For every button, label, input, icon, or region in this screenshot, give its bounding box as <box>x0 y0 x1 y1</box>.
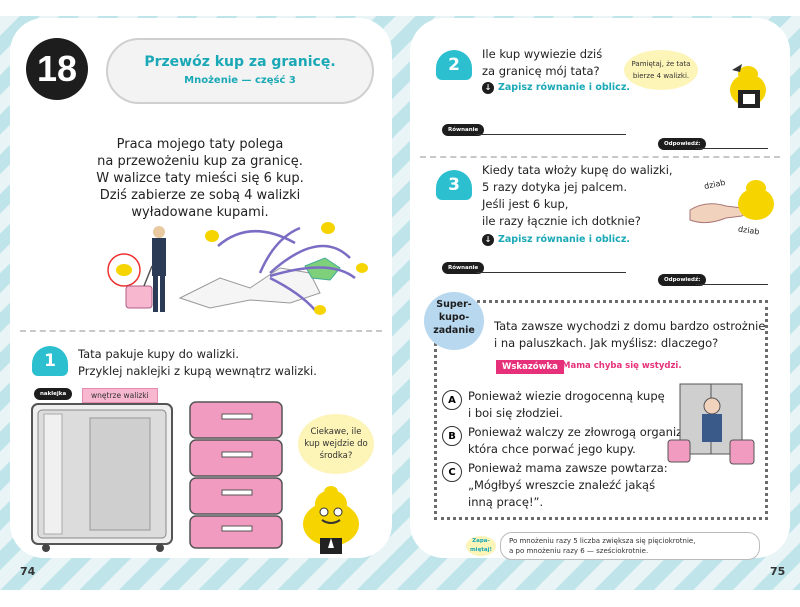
map-illustration <box>178 222 368 315</box>
sticker-tag: naklejka <box>34 388 73 400</box>
task-2-hint: ↓ Zapisz równanie i oblicz. <box>482 82 630 94</box>
intro-line: Praca mojego taty polega <box>116 137 284 152</box>
section-divider <box>420 156 780 158</box>
task-line: Przyklej naklejki z kupą wewnątrz walizk… <box>78 364 317 378</box>
right-page <box>410 18 790 558</box>
answer-label-3: Odpowiedź: <box>658 274 707 286</box>
super-question: Tata zawsze wychodzi z domu bardzo ostro… <box>494 318 765 352</box>
badge-line: kupo- <box>438 312 470 323</box>
download-icon: ↓ <box>482 234 494 246</box>
remember-line: a po mnożeniu razy 6 — sześciokrotnie. <box>509 547 649 555</box>
task-1-text: Tata pakuje kupy do walizki. Przyklej na… <box>78 346 317 380</box>
intro-line: Dziś zabierze ze sobą 4 walizki <box>99 188 301 203</box>
equation-label-3: Równanie <box>442 262 485 274</box>
download-icon: ↓ <box>482 82 494 94</box>
section-divider <box>20 330 382 332</box>
super-task-box <box>434 300 768 520</box>
arrow <box>269 276 316 311</box>
intro-text: Praca mojego taty polega na przewożeniu … <box>60 136 340 221</box>
task-3-icon: 3 <box>436 170 472 200</box>
task-line: Tata pakuje kupy do walizki. <box>78 347 239 361</box>
question-line: Tata zawsze wychodzi z domu bardzo ostro… <box>494 319 766 333</box>
remember-note: Po mnożeniu razy 5 liczba zwiększa się p… <box>500 532 760 560</box>
dad-elevator-illustration <box>667 383 755 465</box>
stacked-suitcases <box>189 401 283 549</box>
lesson-title: Przewóz kup za granicę. <box>144 54 336 70</box>
option-b-circle[interactable]: B <box>442 426 462 446</box>
task-line: 5 razy dotyka jej palcem. <box>482 180 627 194</box>
answer-line-2[interactable] <box>696 148 768 149</box>
arrow <box>258 226 301 274</box>
hint-tag: Wskazówka <box>496 360 564 374</box>
answer-label-2: Odpowiedź: <box>658 138 707 150</box>
curious-bubble: Ciekawe, ile kup wejdzie do środka? <box>298 414 374 474</box>
intro-line: na przewożeniu kup za granicę. <box>97 154 303 169</box>
hint-text: Zapisz równanie i oblicz. <box>498 234 630 245</box>
option-line: i boi się złodziei. <box>468 406 563 420</box>
option-line: która chce porwać jego kupy. <box>468 442 636 456</box>
lesson-subtitle: Mnożenie — część 3 <box>184 75 296 86</box>
green-island <box>304 257 341 281</box>
poo-icon <box>205 230 219 242</box>
remember-bubble: Pamiętaj, że tata bierze 4 walizki. <box>624 50 698 90</box>
arrow <box>269 244 351 274</box>
hint-text: Zapisz równanie i oblicz. <box>498 82 630 93</box>
question-line: i na paluszkach. Jak myślisz: dlaczego? <box>494 336 719 350</box>
badge-line: Super- <box>436 299 472 310</box>
option-a-circle[interactable]: A <box>442 390 462 410</box>
option-b-text[interactable]: Ponieważ walczy ze złowrogą organizacją,… <box>468 424 709 458</box>
page-number-left: 74 <box>20 565 36 578</box>
arrow <box>269 266 356 279</box>
finger-poking-poo <box>689 180 774 224</box>
task-1-icon: 1 <box>32 346 68 376</box>
task-line: Kiedy tata włoży kupę do walizki, <box>482 163 673 177</box>
task-3-text: Kiedy tata włoży kupę do walizki, 5 razy… <box>482 162 673 230</box>
option-line: inną pracę!”. <box>468 495 544 509</box>
option-line: Ponieważ mama zawsze powtarza: <box>468 461 668 475</box>
equation-label-2: Równanie <box>442 124 485 136</box>
poo-with-suitcase <box>730 64 766 108</box>
task-2-icon: 2 <box>436 50 472 80</box>
task-line: ile razy łącznie ich dotknie? <box>482 214 641 228</box>
title-box: Przewóz kup za granicę. Mnożenie — część… <box>106 38 374 104</box>
hint-text: Mama chyba się wstydzi. <box>562 361 682 371</box>
dad-with-suitcase <box>107 226 166 312</box>
option-line: „Mógłbyś wreszcie znaleźć jakąś <box>468 478 656 492</box>
equation-line-2[interactable] <box>476 134 626 135</box>
task-line: Jeśli jest 6 kup, <box>482 197 569 211</box>
option-c-circle[interactable]: C <box>442 462 462 482</box>
task-2-text: Ile kup wywiezie dziś za granicę mój tat… <box>482 46 602 80</box>
option-line: Ponieważ wiezie drogocenną kupę <box>468 389 665 403</box>
intro-line: W walizce taty mieści się 6 kup. <box>96 171 304 186</box>
open-suitcase[interactable] <box>30 400 180 552</box>
page-number-right: 75 <box>770 565 786 578</box>
equation-line-3[interactable] <box>476 272 626 273</box>
option-c-text[interactable]: Ponieważ mama zawsze powtarza: „Mógłbyś … <box>468 460 668 511</box>
intro-line: wyładowane kupami. <box>131 205 269 220</box>
super-task-badge: Super- kupo- zadanie <box>424 292 484 350</box>
poo-character <box>303 486 359 554</box>
task-line: Ile kup wywiezie dziś <box>482 47 603 61</box>
arrow <box>217 230 296 247</box>
remember-tag: Zapa-miętaj! <box>466 536 496 556</box>
badge-line: zadanie <box>433 325 475 336</box>
poo-icon <box>314 305 326 315</box>
task-3-hint: ↓ Zapisz równanie i oblicz. <box>482 234 630 246</box>
option-line: Ponieważ walczy ze złowrogą organizacją, <box>468 425 710 439</box>
poo-icon <box>321 222 335 234</box>
remember-line: Po mnożeniu razy 5 liczba zwiększa się p… <box>509 537 696 545</box>
answer-line-3[interactable] <box>696 284 768 285</box>
poo-icon <box>356 263 368 273</box>
task-line: za granicę mój tata? <box>482 64 600 78</box>
lesson-number: 18 <box>26 38 88 100</box>
option-a-text[interactable]: Ponieważ wiezie drogocenną kupę i boi si… <box>468 388 665 422</box>
inside-suitcase-label: wnętrze walizki <box>82 388 158 403</box>
